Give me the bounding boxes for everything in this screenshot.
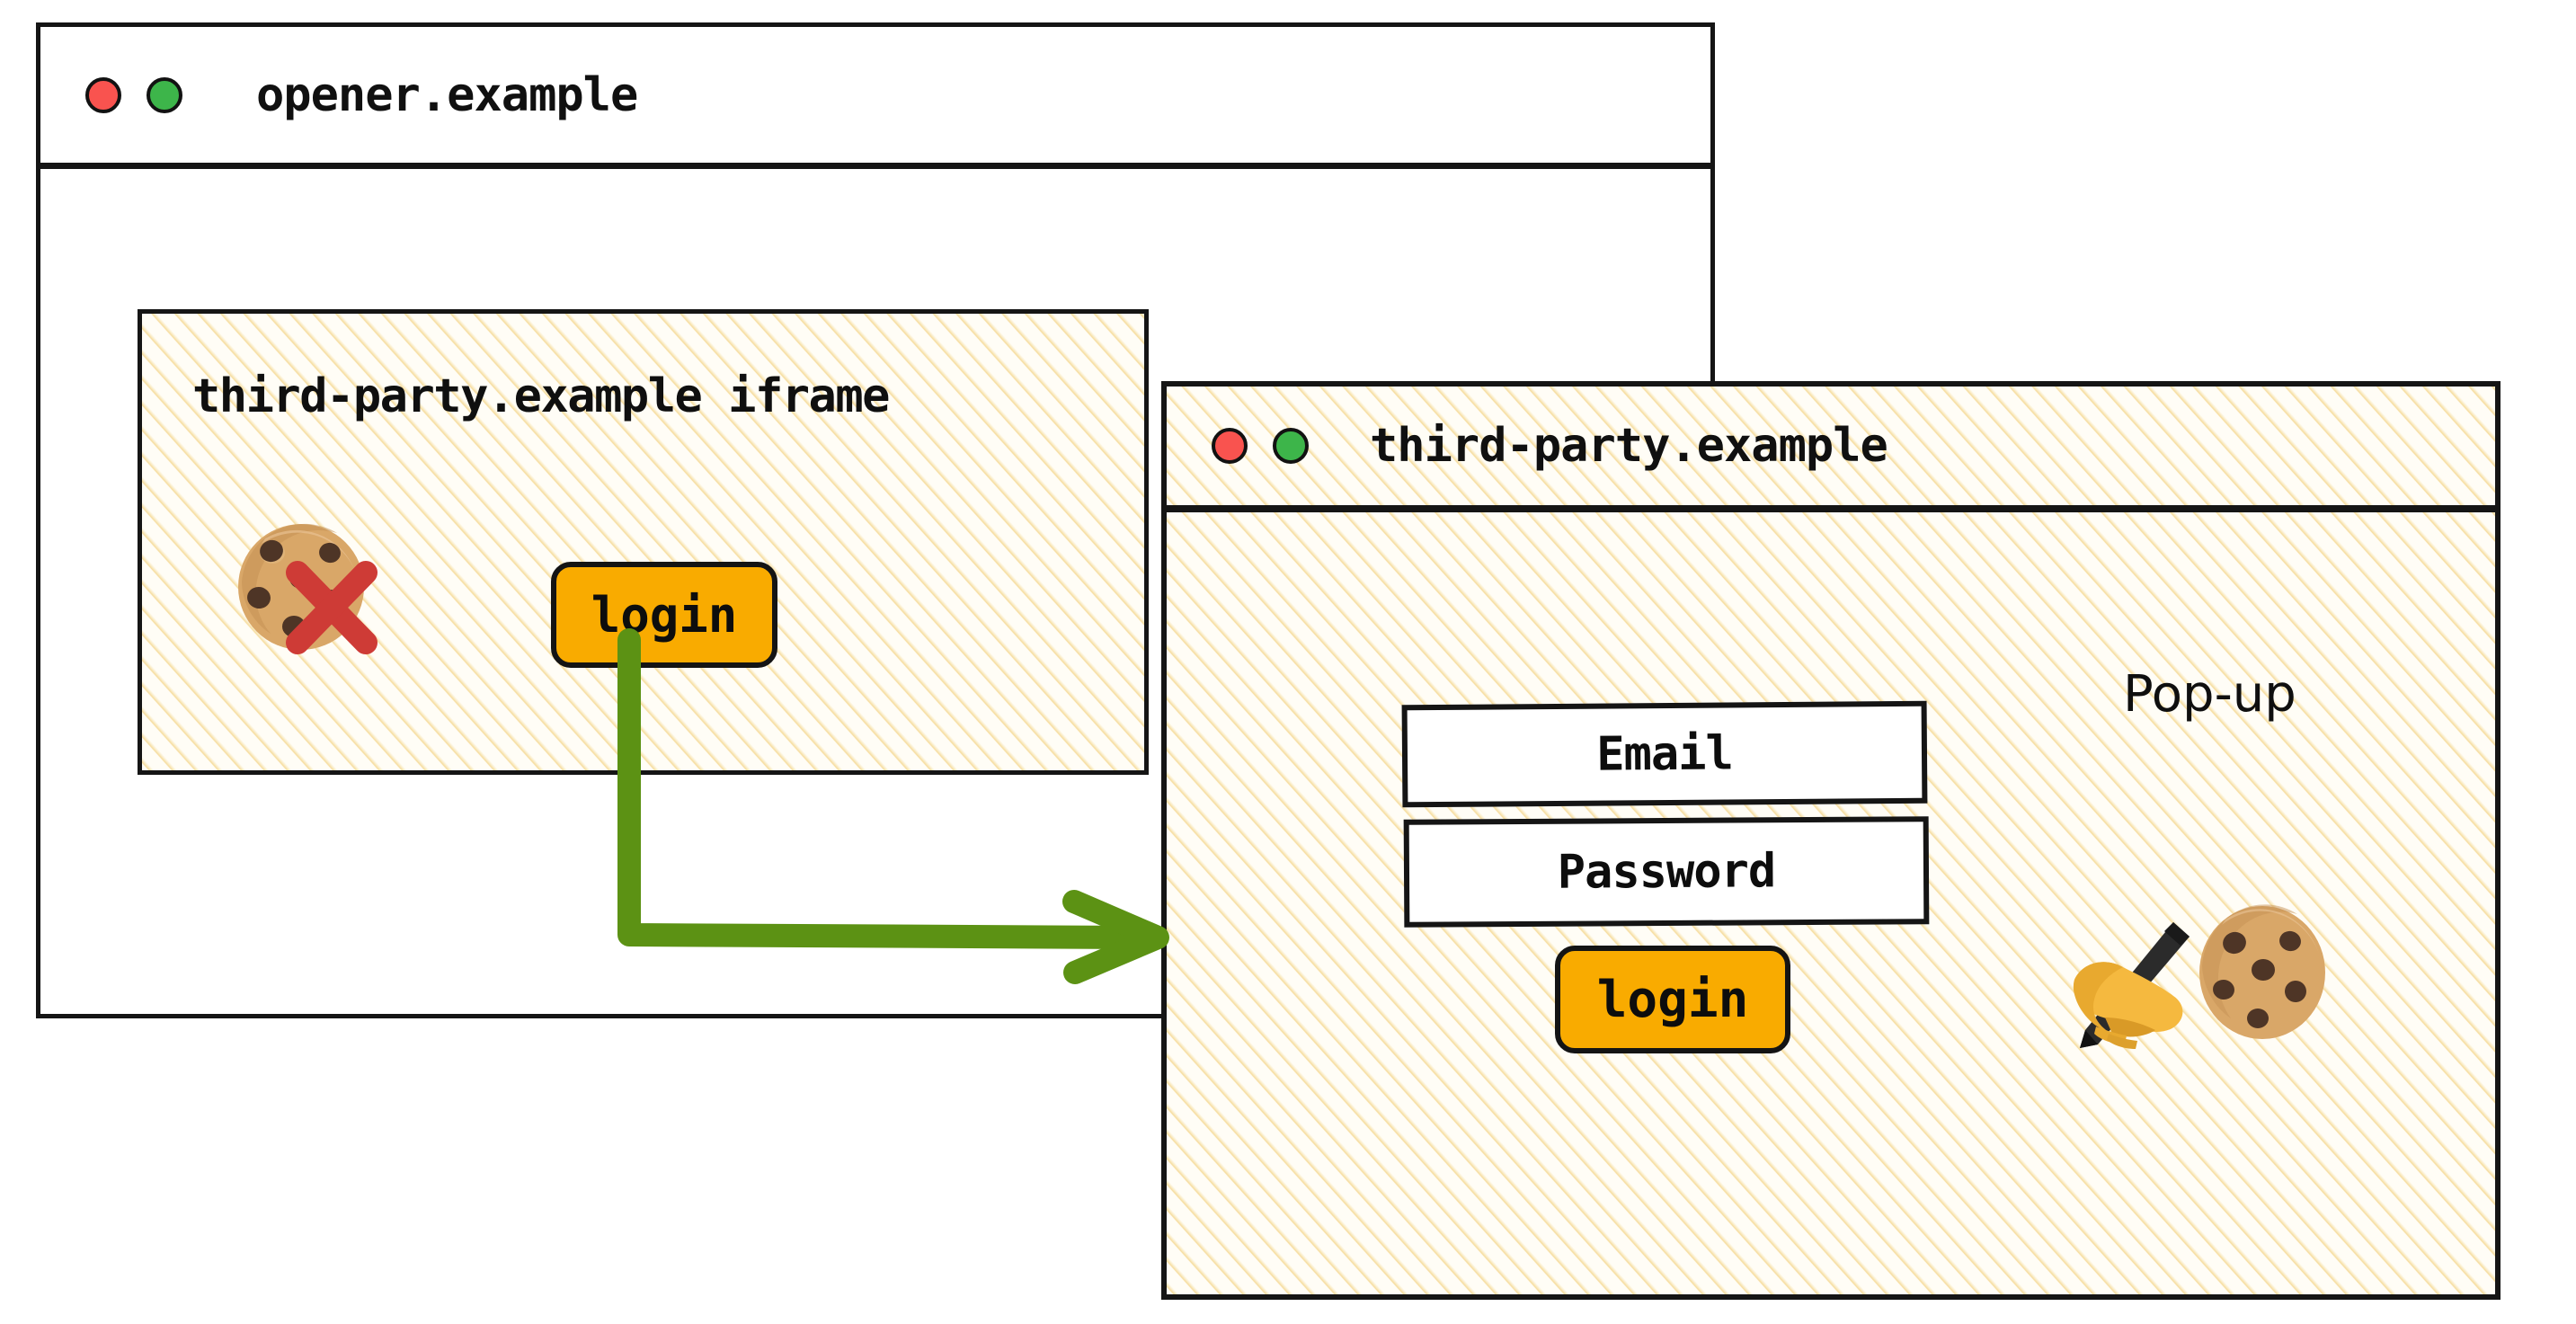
popup-traffic-lights	[1212, 428, 1309, 464]
iframe-label: third-party.example iframe	[192, 369, 890, 423]
popup-caption-label: Pop-up	[2123, 665, 2296, 724]
opener-url-label: opener.example	[256, 67, 638, 122]
iframe-login-button[interactable]: login	[551, 562, 777, 668]
password-field[interactable]: Password	[1403, 816, 1930, 928]
maximize-button-icon[interactable]	[1273, 428, 1309, 464]
cross-mark-icon	[286, 561, 378, 654]
cookie-blocked-group	[229, 517, 400, 688]
opener-traffic-lights	[85, 76, 182, 113]
email-field[interactable]: Email	[1401, 700, 1928, 808]
popup-login-button[interactable]: login	[1555, 946, 1790, 1053]
cookie-icon	[2193, 903, 2332, 1043]
opener-titlebar: opener.example	[40, 27, 1710, 169]
popup-browser-window: third-party.example	[1161, 381, 2500, 1300]
writing-hand-icon	[2058, 917, 2225, 1052]
maximize-button-icon[interactable]	[147, 76, 182, 113]
close-button-icon[interactable]	[85, 76, 121, 113]
close-button-icon[interactable]	[1212, 428, 1248, 464]
popup-url-label: third-party.example	[1370, 419, 1888, 473]
popup-titlebar: third-party.example	[1167, 387, 2495, 512]
